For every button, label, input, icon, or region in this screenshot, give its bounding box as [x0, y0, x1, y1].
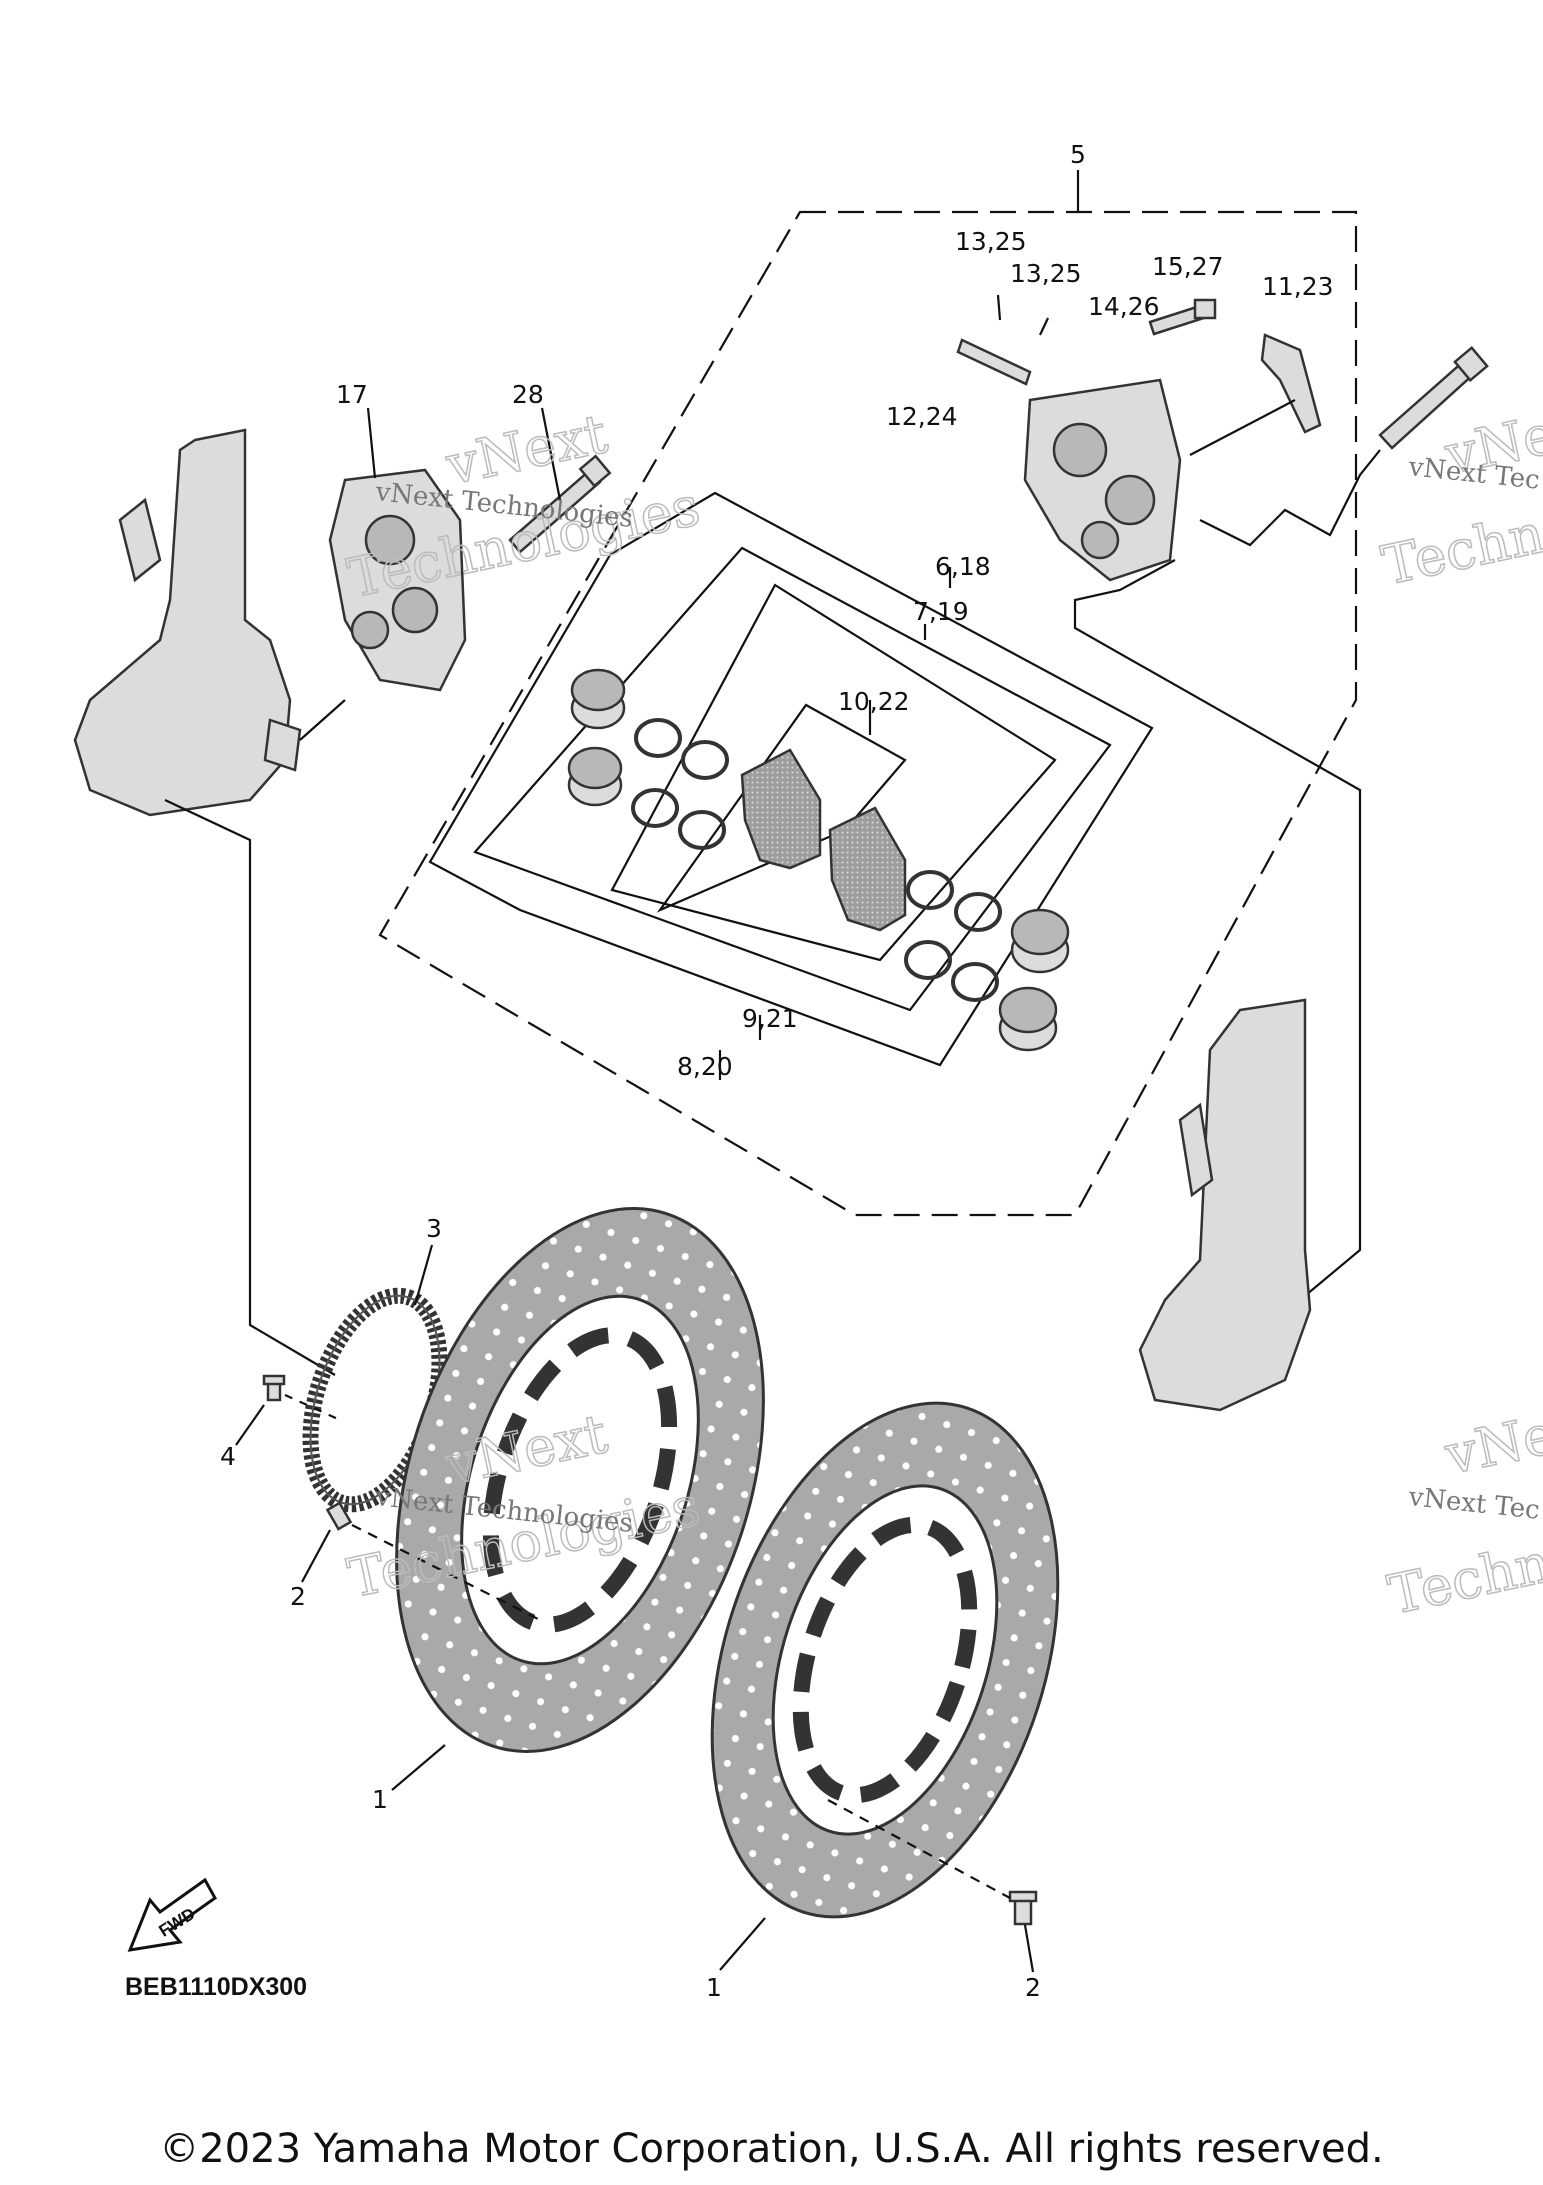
brake-disc-left [395, 1207, 765, 1753]
forward-arrow-icon: FWD [127, 1877, 217, 1952]
callout-7-19: 7,19 [913, 597, 969, 626]
left-fork-leg [73, 428, 302, 817]
brake-pad-left [740, 748, 822, 870]
piston-seals [631, 718, 1002, 1002]
caliper-leader-right [1073, 399, 1381, 1301]
callout-8-20: 8,20 [677, 1052, 733, 1081]
callout-14-26: 14,26 [1088, 292, 1160, 321]
callout-4: 4 [220, 1442, 236, 1471]
caliper-bolt-28 [508, 454, 612, 554]
svg-text:Techno: Techno [1383, 1524, 1543, 1626]
leader-1-left [391, 1744, 446, 1791]
callout-6-18: 6,18 [935, 552, 991, 581]
bleed-screw [1148, 298, 1217, 336]
callout-3: 3 [426, 1214, 442, 1243]
right-brake-caliper [1023, 378, 1182, 582]
callout-5: 5 [1070, 140, 1086, 169]
leader-28 [540, 407, 562, 501]
callout-28: 28 [512, 380, 544, 409]
leader-fork-left [164, 699, 346, 1376]
callout-13-25-a: 13,25 [955, 227, 1027, 256]
bolt-2-right [1008, 1890, 1038, 1926]
leader-1-bottom [719, 1917, 766, 1971]
pad-spring-clip [1260, 333, 1322, 434]
retaining-clip-b [1039, 317, 1049, 336]
mounting-bolt-right [1378, 345, 1489, 450]
callout-15-27: 15,27 [1152, 252, 1224, 281]
copyright-notice: ©2023 Yamaha Motor Corporation, U.S.A. A… [159, 2126, 1384, 2172]
svg-text:vNe: vNe [1439, 1402, 1543, 1487]
piston-lower-left [567, 746, 623, 807]
piston-lower-right [998, 986, 1058, 1052]
right-fork-leg [1138, 998, 1312, 1412]
callout-9-21: 9,21 [742, 1004, 798, 1033]
bolt-2-left [325, 1501, 353, 1531]
leader-17 [366, 407, 377, 479]
retaining-clip-a [996, 294, 1002, 321]
piston-upper-right [1010, 908, 1070, 974]
left-brake-caliper [328, 468, 467, 692]
callout-12-24: 12,24 [886, 402, 958, 431]
bolt-4 [262, 1374, 286, 1402]
callout-17: 17 [336, 380, 368, 409]
callout-10-22: 10,22 [838, 687, 910, 716]
callout-1-left: 1 [372, 1785, 388, 1814]
leader-2-right [1023, 1924, 1035, 1973]
callout-2-right: 2 [1025, 1973, 1041, 2002]
leader-4-dash [284, 1393, 341, 1422]
brake-pad-right [828, 806, 907, 932]
watermark-brand-right-bottom: vNext Tec [1406, 1482, 1541, 1526]
svg-text:Techno: Techno [1377, 495, 1543, 597]
callout-11-23: 11,23 [1262, 272, 1334, 301]
leader-4 [235, 1404, 265, 1446]
diagram-code: BEB1110DX300 [125, 1973, 307, 2001]
caliper-pin-bolt [956, 338, 1032, 386]
caliper-assembly-boundary [378, 210, 1358, 1217]
brake-disc-right [710, 1401, 1060, 1919]
callout-13-25-b: 13,25 [1010, 259, 1082, 288]
piston-upper-left [570, 668, 626, 730]
leader-3 [413, 1244, 434, 1306]
callout-2-left: 2 [290, 1582, 306, 1611]
leader-2-left [301, 1529, 331, 1583]
callout-1-bottom: 1 [706, 1973, 722, 2002]
